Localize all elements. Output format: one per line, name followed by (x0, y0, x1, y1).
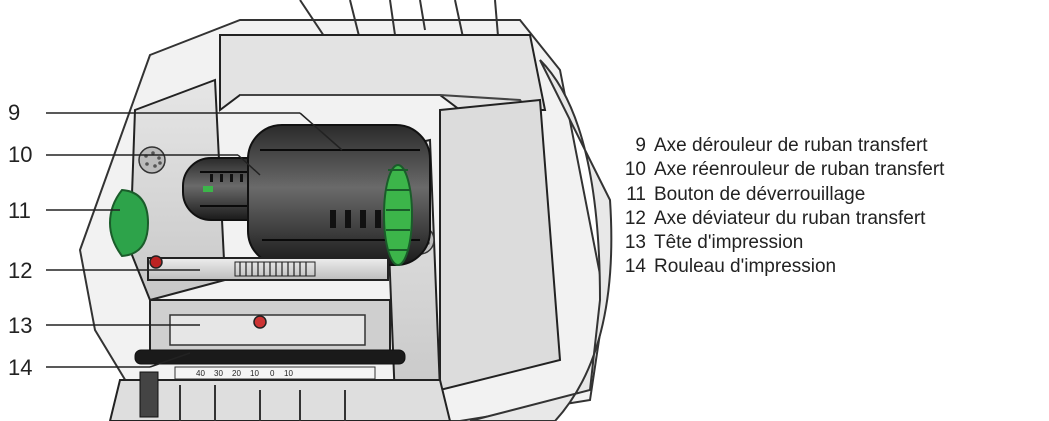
legend-number: 9 (635, 135, 646, 156)
scale-label: 30 (214, 369, 223, 378)
printhead-screw (253, 315, 267, 329)
legend-text: Axe déviateur du ruban transfert (654, 207, 926, 229)
deflection-shaft (147, 257, 389, 281)
shaft-screw (149, 255, 163, 269)
scale-label: 20 (232, 369, 241, 378)
legend-number: 10 (624, 159, 646, 181)
legend: 9 Axe dérouleur de ruban transfert 10 Ax… (624, 134, 1044, 280)
right-cover (439, 98, 562, 392)
scale-strip (174, 366, 376, 380)
release-knob (108, 188, 150, 258)
callout-14: 14 (8, 355, 33, 380)
scale-label: 10 (250, 369, 259, 378)
legend-text: Bouton de déverrouillage (654, 183, 866, 205)
legend-number: 11 (626, 183, 646, 205)
legend-text: Axe réenrouleur de ruban transfert (654, 159, 945, 181)
leader-10-diag (237, 154, 261, 176)
callout-10: 10 (8, 142, 33, 167)
legend-item: 13 Tête d'impression (624, 231, 1044, 255)
legend-item: 11 Bouton de déverrouillage (624, 183, 1044, 207)
callout-11: 11 (8, 198, 31, 223)
grip-left (138, 146, 166, 174)
vent-grill (234, 261, 316, 277)
legend-item: 10 Axe réenrouleur de ruban transfert (624, 158, 1044, 182)
scale-label: 10 (284, 369, 293, 378)
legend-item: 9 Axe dérouleur de ruban transfert (624, 134, 1044, 158)
top-cover (219, 34, 547, 112)
rewind-green-marker (203, 186, 213, 192)
scale-labels: 40 30 20 10 0 10 (196, 369, 293, 378)
print-roller (134, 349, 406, 365)
legend-item: 14 Rouleau d'impression (624, 255, 1044, 279)
paper-guide (299, 0, 501, 71)
leader-9-diag (299, 112, 343, 151)
leader-14-diag (149, 352, 191, 368)
legend-item: 12 Axe déviateur du ruban transfert (624, 207, 1044, 231)
legend-text: Tête d'impression (654, 232, 804, 254)
callout-12: 12 (8, 258, 33, 283)
callout-9: 9 (8, 100, 21, 125)
legend-text: Axe dérouleur de ruban transfert (654, 135, 928, 156)
base-front (108, 379, 452, 421)
legend-text: Rouleau d'impression (654, 256, 837, 278)
callout-13: 13 (8, 313, 33, 338)
printhead-plate (169, 314, 366, 346)
scale-label: 0 (270, 369, 275, 378)
scale-label: 40 (196, 369, 205, 378)
sensor-block (139, 371, 159, 418)
housing-right-wing (469, 59, 613, 421)
legend-number: 14 (624, 256, 646, 278)
legend-number: 13 (624, 232, 646, 254)
legend-number: 12 (624, 207, 646, 229)
